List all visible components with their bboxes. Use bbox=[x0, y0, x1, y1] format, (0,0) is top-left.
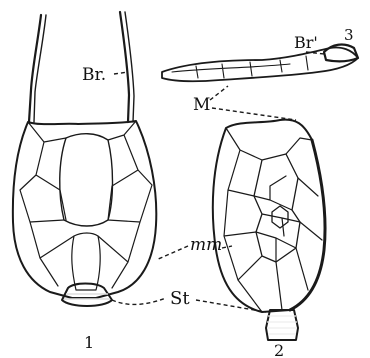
theca-1 bbox=[13, 121, 156, 298]
label-mm: mm bbox=[190, 235, 222, 255]
label-br: Br. bbox=[82, 65, 106, 85]
figure-number-1: 1 bbox=[84, 333, 94, 352]
stem-2 bbox=[266, 310, 298, 340]
label-m: M bbox=[193, 95, 210, 115]
figure-number-2: 2 bbox=[274, 341, 284, 358]
label-br-prime: Br' bbox=[294, 33, 318, 52]
specimen-2 bbox=[213, 120, 325, 340]
specimen-1 bbox=[13, 12, 156, 306]
figure-number-3: 3 bbox=[344, 26, 354, 44]
label-st: St bbox=[170, 288, 190, 309]
specimen-3 bbox=[162, 45, 358, 82]
